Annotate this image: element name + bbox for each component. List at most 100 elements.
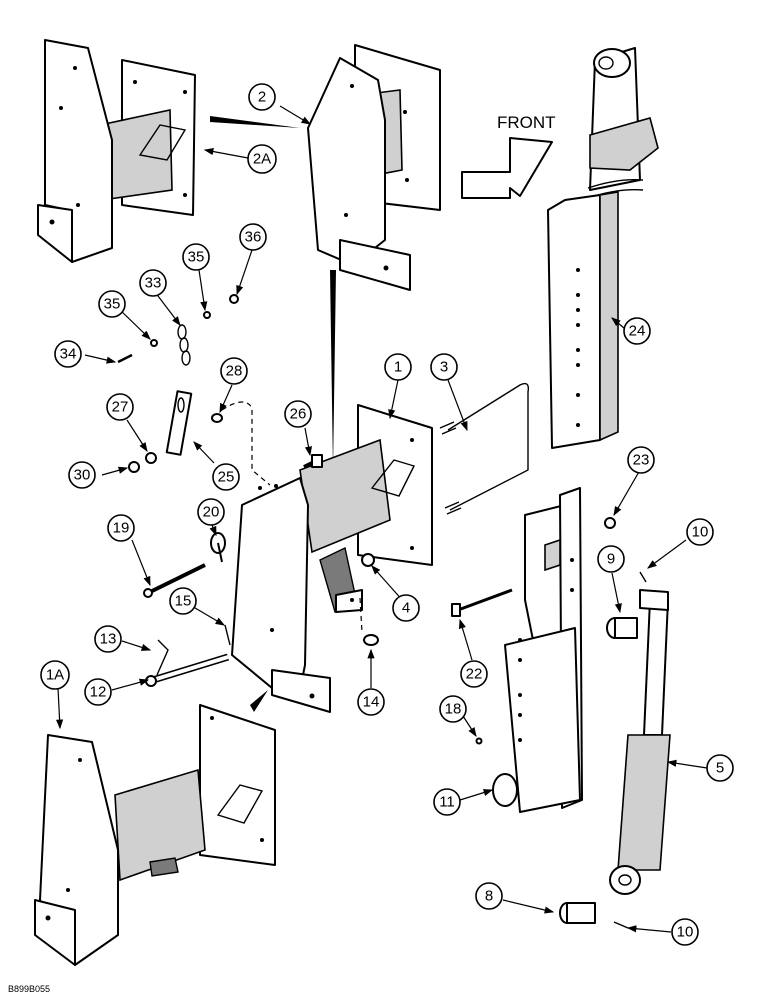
- cotter-15: [224, 624, 231, 646]
- svg-text:10: 10: [677, 924, 694, 941]
- alignment-line: [210, 116, 300, 128]
- alignment-line: [250, 690, 268, 712]
- callout-23: 23: [627, 446, 655, 474]
- nut-27: [145, 452, 157, 464]
- front-label: FRONT: [497, 113, 556, 132]
- cotter-10-bottom: [613, 921, 629, 929]
- washer-35a: [150, 339, 158, 347]
- svg-text:20: 20: [203, 504, 220, 521]
- callout-22: 22: [460, 660, 488, 688]
- mount-bracket-1a: [34, 704, 276, 966]
- clip-20: [210, 532, 226, 563]
- svg-text:10: 10: [692, 524, 709, 541]
- callout-10-bottom: 10: [671, 918, 699, 946]
- svg-text:3: 3: [440, 359, 448, 376]
- callout-2a: 2A: [247, 144, 277, 174]
- pin-19: [143, 563, 206, 598]
- support-post-24: [547, 47, 659, 449]
- callout-35a: 35: [98, 290, 126, 318]
- u-bolt-3: [439, 382, 530, 515]
- svg-text:14: 14: [363, 694, 380, 711]
- callout-24: 24: [623, 317, 651, 345]
- cotter-10-top: [639, 571, 647, 583]
- callout-1: 1: [384, 353, 412, 381]
- svg-text:8: 8: [485, 888, 493, 905]
- svg-text:25: 25: [218, 469, 235, 486]
- callout-1a: 1A: [40, 660, 70, 690]
- nut-23: [604, 517, 616, 529]
- callout-33: 33: [139, 269, 167, 297]
- pin-8: [559, 902, 596, 924]
- front-direction-arrow: FRONT: [461, 113, 556, 199]
- svg-text:2: 2: [258, 89, 266, 106]
- svg-text:23: 23: [633, 452, 650, 469]
- callout-5: 5: [706, 754, 734, 782]
- leader-lines: [55, 105, 708, 933]
- callout-15: 15: [169, 587, 197, 615]
- callout-2: 2: [248, 83, 276, 111]
- callout-26: 26: [284, 400, 312, 428]
- svg-text:34: 34: [60, 346, 77, 363]
- callout-8: 8: [475, 882, 503, 910]
- alignment-line: [330, 270, 336, 470]
- svg-text:30: 30: [74, 467, 91, 484]
- callout-36: 36: [239, 223, 267, 251]
- svg-text:5: 5: [716, 760, 724, 777]
- svg-text:27: 27: [112, 399, 129, 416]
- callout-19: 19: [107, 514, 135, 542]
- svg-text:33: 33: [145, 275, 162, 292]
- screw-34: [117, 353, 133, 364]
- callout-27: 27: [106, 393, 134, 421]
- callout-3: 3: [430, 353, 458, 381]
- pin-13: [156, 639, 169, 676]
- svg-text:26: 26: [290, 406, 307, 423]
- svg-text:12: 12: [90, 684, 107, 701]
- svg-text:19: 19: [113, 520, 130, 537]
- washer-14: [363, 634, 379, 646]
- callout-30: 30: [68, 461, 96, 489]
- svg-text:2A: 2A: [253, 151, 271, 168]
- nut-4: [361, 553, 375, 567]
- svg-text:36: 36: [245, 229, 262, 246]
- nut-36: [229, 294, 239, 304]
- svg-text:22: 22: [466, 666, 483, 683]
- washer-28: [211, 413, 223, 423]
- callout-4: 4: [392, 594, 420, 622]
- hidden-line-14: [359, 597, 363, 633]
- svg-text:18: 18: [445, 701, 462, 718]
- svg-text:1: 1: [394, 359, 402, 376]
- mount-bracket-2a: [37, 39, 196, 263]
- svg-text:13: 13: [100, 631, 117, 648]
- svg-text:9: 9: [607, 551, 615, 568]
- callout-9: 9: [597, 545, 625, 573]
- callout-12: 12: [84, 678, 112, 706]
- pin-9: [606, 617, 638, 639]
- svg-text:35: 35: [188, 249, 205, 266]
- callout-14: 14: [357, 688, 385, 716]
- callout-25: 25: [212, 463, 240, 491]
- mount-bracket-2: [307, 44, 441, 291]
- nut-18: [475, 737, 483, 745]
- nut-30: [128, 461, 140, 473]
- cylinder-5: [609, 589, 671, 895]
- callout-11: 11: [433, 788, 461, 816]
- bolt-26: [303, 454, 323, 469]
- svg-text:1A: 1A: [46, 667, 64, 684]
- callout-18: 18: [439, 695, 467, 723]
- slide-assembly-11: [492, 487, 583, 813]
- callout-20: 20: [197, 498, 225, 526]
- bolt-22: [451, 588, 513, 617]
- chain-33: [177, 324, 191, 366]
- callout-34: 34: [54, 340, 82, 368]
- svg-text:24: 24: [629, 323, 646, 340]
- svg-text:28: 28: [226, 363, 243, 380]
- svg-text:11: 11: [439, 794, 455, 811]
- svg-text:35: 35: [104, 296, 121, 313]
- plate-25: [165, 390, 193, 456]
- washer-35b: [203, 311, 211, 319]
- mount-bracket-1: [231, 404, 433, 713]
- callout-28: 28: [220, 357, 248, 385]
- svg-text:15: 15: [175, 593, 192, 610]
- callout-10-top: 10: [686, 518, 714, 546]
